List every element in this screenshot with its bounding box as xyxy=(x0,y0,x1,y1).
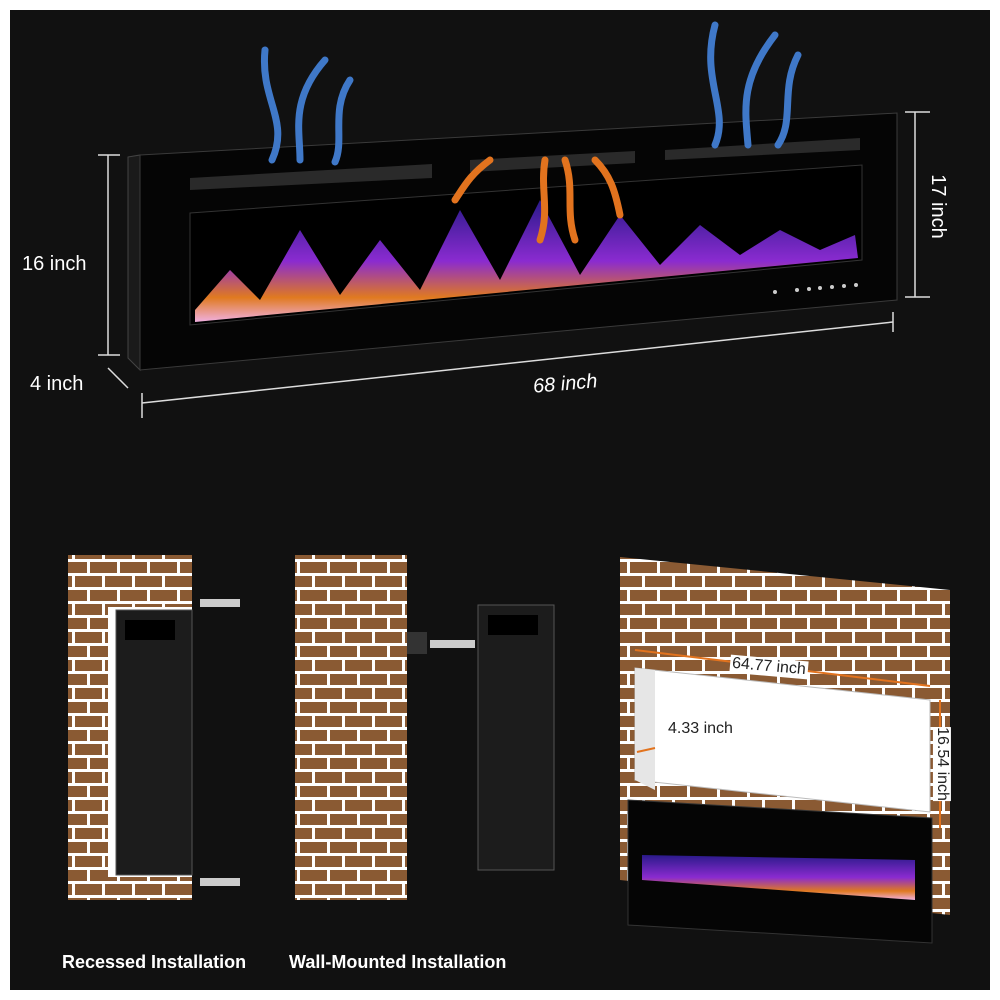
recess-height-label: 16.54 inch xyxy=(933,727,951,801)
recessed-installation-caption: Recessed Installation xyxy=(62,952,246,973)
height-front-label: 16 inch xyxy=(22,253,87,276)
recess-opening-illustration xyxy=(620,557,950,943)
depth-label: 4 inch xyxy=(30,373,83,396)
wall-mounted-installation-caption: Wall-Mounted Installation xyxy=(289,952,506,973)
height-side-label: 17 inch xyxy=(926,174,949,239)
fireplace-front-view xyxy=(128,113,897,370)
recessed-installation-illustration xyxy=(68,555,240,900)
wall-mounted-installation-illustration xyxy=(295,555,554,900)
recess-depth-label: 4.33 inch xyxy=(668,720,733,738)
